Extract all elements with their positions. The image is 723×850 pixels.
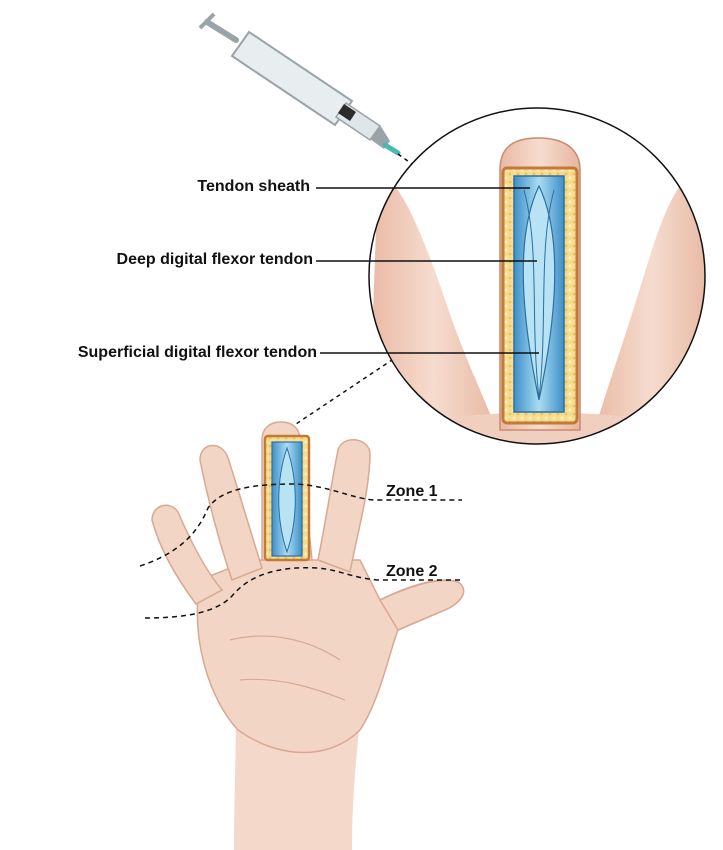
label-zone-2: Zone 2 <box>386 563 438 580</box>
zone-2-line <box>144 566 460 619</box>
syringe <box>198 12 401 156</box>
zoom-connector <box>289 359 393 429</box>
label-zone-1: Zone 1 <box>386 483 438 500</box>
label-deep-digital-flexor-tendon: Deep digital flexor tendon <box>116 251 313 268</box>
label-tendon-sheath: Tendon sheath <box>197 178 310 195</box>
magnified-view <box>368 107 706 445</box>
hand <box>151 421 465 850</box>
label-superficial-digital-flexor-tendon: Superficial digital flexor tendon <box>77 344 317 361</box>
zone-1-line <box>139 483 462 567</box>
